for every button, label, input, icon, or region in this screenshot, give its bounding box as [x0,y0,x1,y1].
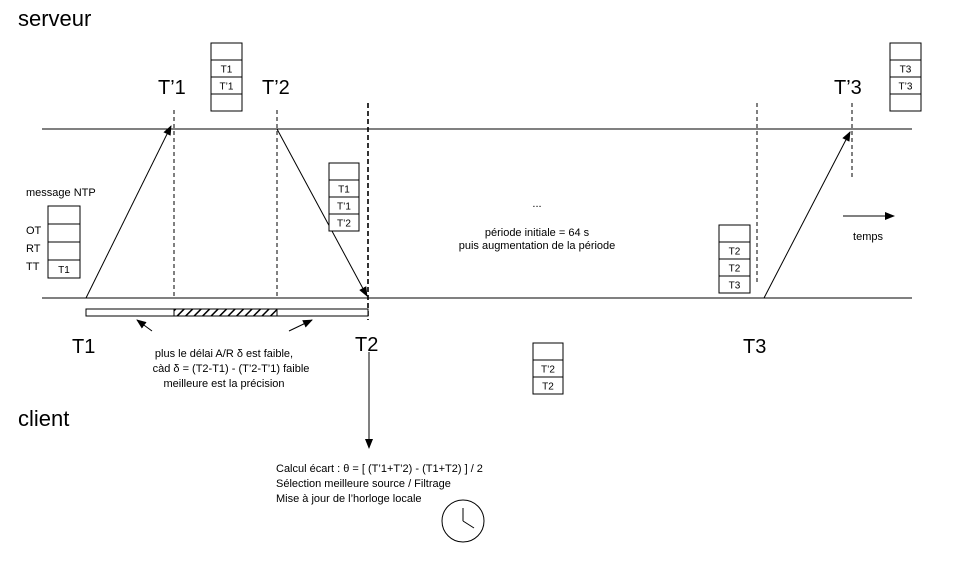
server-label: serveur [18,6,91,31]
stack-cell-label: T1 [221,65,233,76]
stack-cell-label: T’1 [337,202,351,213]
stack-cell-label: T’3 [899,82,913,93]
stack-cell-label: T’1 [220,82,234,93]
stack-cell [47,205,81,225]
ellipsis: ... [532,198,541,210]
server-stack-1: T1T’1 [210,42,243,112]
stack-cell [47,259,81,279]
t1-client-label: T1 [72,336,95,358]
delay-arrow-right [288,319,313,332]
calc-line-2: Sélection meilleure source / Filtrage [276,478,451,490]
client-label: client [18,406,69,431]
stack-cell [532,342,564,361]
stack-cell [328,162,360,181]
stack-cell [718,275,751,294]
server-stack-3: T3T’3 [889,42,922,112]
message-ntp-label: message NTP [26,187,96,199]
request-arrow-3 [763,131,851,299]
time-label: temps [853,231,883,243]
response-arrow-1 [276,128,368,297]
period-line-1: période initiale = 64 s [485,227,590,239]
stack-cell-label: T2 [729,247,741,258]
field-tt-label: TT [26,261,40,273]
response-stack-1: T1T’1T’2 [328,162,360,232]
request-arrow-1 [85,125,172,299]
stack-cell [532,376,564,395]
period-line-2: puis augmentation de la période [459,240,616,252]
stack-cell-label: T’2 [337,219,351,230]
calc-line-1: Calcul écart : θ = [ (T’1+T’2) - (T1+T2)… [276,463,483,475]
stack-cell-label: T3 [729,281,741,292]
stack-cell-label: T’2 [541,365,555,376]
t3-server-label: T’3 [834,77,862,99]
stack-cell [718,224,751,243]
stack-cell-label: T2 [542,382,554,393]
client-stack-2: T’2T2 [532,342,564,395]
stack-cell [889,42,922,61]
delay-bar-hatched [173,308,278,317]
delay-line-2: càd δ = (T2-T1) - (T’2-T’1) faible [153,363,310,375]
t3-client-label: T3 [743,336,766,358]
stack-cell [328,213,360,232]
t2-server-label: T’2 [262,77,290,99]
clock-icon [441,499,485,543]
calc-line-3: Mise à jour de l’horloge locale [276,493,422,505]
stack-cell-label: T1 [58,265,70,276]
stack-cell-label: T2 [729,264,741,275]
delay-line-1: plus le délai A/R δ est faible, [155,348,293,360]
t2-client-label: T2 [355,334,378,356]
stack-cell [47,241,81,261]
stack-cell-label: T3 [900,65,912,76]
stack-cell-label: T1 [338,185,350,196]
t1-server-label: T’1 [158,77,186,99]
field-ot-label: OT [26,225,42,237]
stack-cell [889,93,922,112]
stack-cell [47,223,81,243]
stack-cell [210,93,243,112]
delay-arrow-left [136,319,153,332]
field-rt-label: RT [26,243,41,255]
message-stack: T1 [47,205,81,279]
stack-cell [210,42,243,61]
delay-line-3: meilleure est la précision [163,378,284,390]
